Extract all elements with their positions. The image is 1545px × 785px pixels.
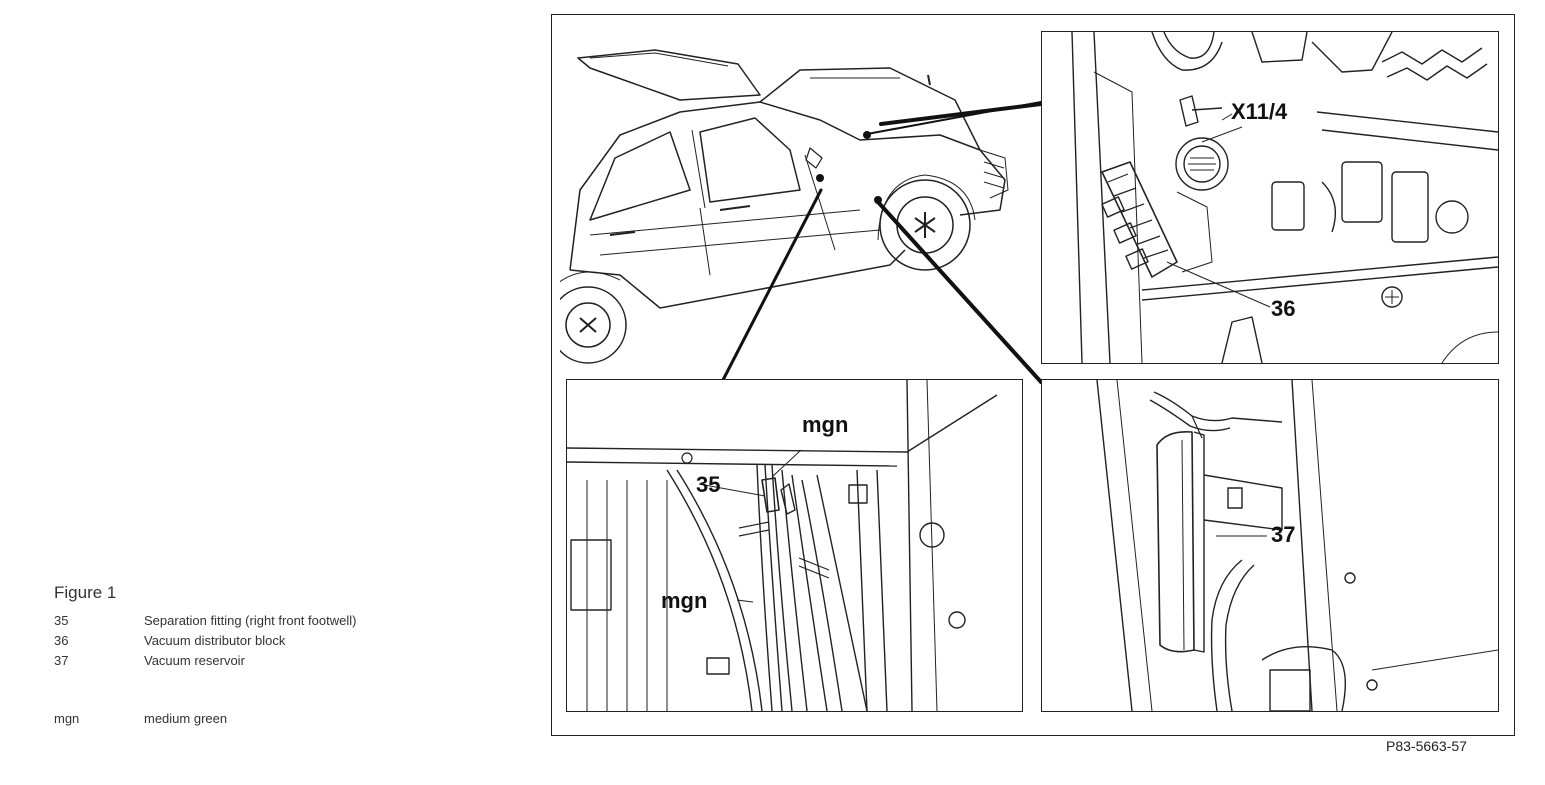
vacuum-reservoir-drawing	[1096, 380, 1498, 711]
legend-key: 37	[54, 653, 69, 668]
abbreviation-key: mgn	[54, 711, 80, 726]
vacuum-reservoir-panel	[1041, 379, 1499, 712]
footwell-panel	[566, 379, 1023, 712]
legend-label: Vacuum reservoir	[144, 653, 245, 668]
callout-connector-x11-4: X11/4	[1231, 99, 1288, 124]
callout-wire-color-top: mgn	[802, 412, 849, 437]
figure-title: Figure 1	[54, 583, 117, 602]
callout-vacuum-distributor-block: 36	[1271, 296, 1296, 321]
legend-label: Separation fitting (right front footwell…	[144, 613, 357, 628]
abbreviation-label: medium green	[144, 711, 228, 726]
callout-separation-fitting: 35	[696, 472, 721, 497]
legend-key: 35	[54, 613, 69, 628]
legend-label: Vacuum distributor block	[144, 633, 286, 648]
legend-item: 37 Vacuum reservoir	[54, 651, 524, 671]
abbreviation-item: mgn medium green	[54, 709, 524, 729]
footwell-drawing	[567, 380, 998, 711]
leader-lines	[721, 101, 1043, 384]
legend-item: 36 Vacuum distributor block	[54, 631, 524, 651]
legend-key: 36	[54, 633, 69, 648]
figure-reference-code: P83-5663-57	[1386, 738, 1467, 754]
callout-wire-color-bottom: mgn	[661, 588, 708, 613]
callout-vacuum-reservoir: 37	[1271, 522, 1296, 547]
diagram-frame	[551, 14, 1515, 736]
engine-compartment-panel	[1041, 31, 1499, 364]
engine-compartment-drawing	[1071, 32, 1498, 363]
legend-item: 35 Separation fitting (right front footw…	[54, 611, 524, 631]
figure-legend: Figure 1 35 Separation fitting (right fr…	[54, 583, 524, 729]
